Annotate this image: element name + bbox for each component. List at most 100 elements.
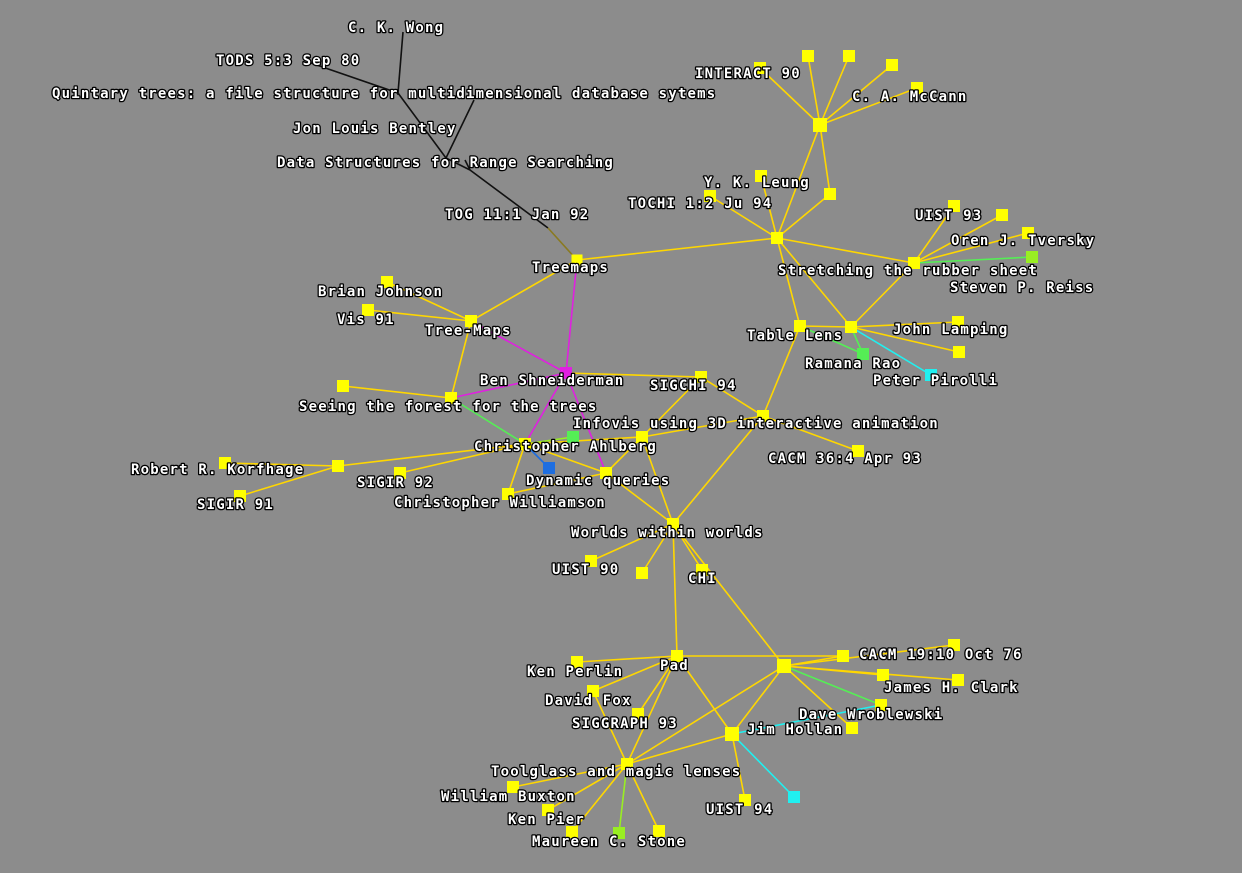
node-hubLeung[interactable] — [771, 232, 783, 244]
node-uist94[interactable] — [739, 794, 751, 806]
node-uist93[interactable] — [948, 200, 960, 212]
node-johnson[interactable] — [381, 276, 393, 288]
node-buxton[interactable] — [507, 781, 519, 793]
node-dynamic[interactable] — [600, 467, 612, 479]
node-treemaps[interactable] — [571, 254, 583, 266]
label-uist90[interactable]: UIST 90 — [551, 561, 620, 580]
label-pad[interactable]: Pad — [659, 657, 689, 676]
label-hollan[interactable]: Jim Hollan — [746, 721, 844, 740]
label-sigir91[interactable]: SIGIR 91 — [196, 496, 274, 515]
label-forest[interactable]: Seeing the forest for the trees — [298, 398, 598, 417]
node-hubLow[interactable] — [777, 659, 791, 673]
node-forest[interactable] — [445, 392, 457, 404]
label-reiss[interactable]: Steven P. Reiss — [949, 279, 1095, 298]
node-uist90[interactable] — [585, 555, 597, 567]
label-uist93[interactable]: UIST 93 — [914, 207, 983, 226]
node-shneiderman[interactable] — [560, 367, 572, 379]
label-mccann[interactable]: C. A. McCann — [851, 88, 968, 107]
node-cacm36[interactable] — [852, 445, 864, 457]
label-interact90[interactable]: INTERACT 90 — [694, 65, 801, 84]
label-siggraph93[interactable]: SIGGRAPH 93 — [571, 715, 678, 734]
node-sigir91[interactable] — [234, 490, 246, 502]
node-lamping[interactable] — [952, 316, 964, 328]
node-cyanLow[interactable] — [788, 791, 800, 803]
label-leung[interactable]: Y. K. Leung — [703, 174, 810, 193]
node-tochi[interactable] — [704, 190, 716, 202]
label-ahlberg[interactable]: Christopher Ahlberg — [473, 438, 657, 457]
node-st2[interactable] — [613, 827, 625, 839]
node-vis91[interactable] — [362, 304, 374, 316]
label-rao[interactable]: Ramana Rao — [804, 355, 902, 374]
node-ahlberg[interactable] — [519, 438, 531, 450]
label-williamson[interactable]: Christopher Williamson — [393, 494, 606, 513]
label-dsrange[interactable]: Data Structures for Range Searching — [276, 154, 614, 173]
node-sigir92[interactable] — [394, 467, 406, 479]
label-infovis[interactable]: Infovis using 3D interactive animation — [572, 415, 939, 434]
node-cl2[interactable] — [877, 669, 889, 681]
label-uist94[interactable]: UIST 94 — [705, 801, 774, 820]
label-tablelens[interactable]: Table Lens — [746, 327, 844, 346]
node-siggraph93[interactable] — [632, 708, 644, 720]
label-cacm19[interactable]: CACM 19:10 Oct 76 — [858, 646, 1023, 665]
node-hubTop[interactable] — [813, 118, 827, 132]
node-worlds[interactable] — [667, 518, 679, 530]
label-clark[interactable]: James H. Clark — [883, 679, 1019, 698]
node-dynBlue[interactable] — [543, 462, 555, 474]
label-treemaps[interactable]: Treemaps — [531, 259, 609, 278]
node-sx[interactable] — [337, 380, 349, 392]
node-wroblewski[interactable] — [875, 699, 887, 711]
node-cacm19[interactable] — [837, 650, 849, 662]
node-perlin[interactable] — [571, 656, 583, 668]
label-tods[interactable]: TODS 5:3 Sep 80 — [215, 52, 361, 71]
node-t3[interactable] — [886, 59, 898, 71]
node-pier[interactable] — [542, 804, 554, 816]
label-sigir92[interactable]: SIGIR 92 — [356, 474, 434, 493]
node-t1[interactable] — [802, 50, 814, 62]
label-wong[interactable]: C. K. Wong — [347, 19, 445, 38]
node-mccann[interactable] — [911, 82, 923, 94]
label-worlds[interactable]: Worlds within worlds — [570, 524, 764, 543]
label-perlin[interactable]: Ken Perlin — [526, 663, 624, 682]
node-infovis[interactable] — [757, 410, 769, 422]
node-hollan[interactable] — [725, 727, 739, 741]
node-pad[interactable] — [671, 650, 683, 662]
label-wroblewski[interactable]: Dave Wroblewski — [798, 706, 944, 725]
label-fox[interactable]: David Fox — [544, 692, 632, 711]
node-williamson[interactable] — [502, 488, 514, 500]
label-tog[interactable]: TOG 11:1 Jan 92 — [444, 206, 590, 225]
label-cacm36[interactable]: CACM 36:4 Apr 93 — [767, 450, 922, 469]
node-reiss[interactable] — [1026, 251, 1038, 263]
label-vis91[interactable]: Vis 91 — [336, 311, 395, 330]
node-u2[interactable] — [996, 209, 1008, 221]
label-quintary[interactable]: Quintary trees: a file structure for mul… — [51, 85, 717, 104]
node-korfhage[interactable] — [219, 457, 231, 469]
node-treemaps2[interactable] — [465, 315, 477, 327]
node-l2[interactable] — [824, 188, 836, 200]
node-ahlR[interactable] — [636, 431, 648, 443]
node-sigchi94[interactable] — [695, 371, 707, 383]
label-johnson[interactable]: Brian Johnson — [317, 283, 444, 302]
label-buxton[interactable]: William Buxton — [440, 788, 576, 807]
node-rao[interactable] — [857, 348, 869, 360]
node-toolglass[interactable] — [621, 758, 633, 770]
node-hubLamp[interactable] — [845, 321, 857, 333]
node-c19b[interactable] — [948, 639, 960, 651]
label-stone[interactable]: Maureen C. Stone — [531, 833, 686, 852]
label-stretch[interactable]: Stretching the rubber sheet — [777, 262, 1038, 281]
node-chi[interactable] — [696, 564, 708, 576]
node-pirolli[interactable] — [925, 369, 937, 381]
label-pier[interactable]: Ken Pier — [507, 811, 585, 830]
node-tablelens[interactable] — [794, 320, 806, 332]
label-shneiderman[interactable]: Ben Shneiderman — [479, 372, 625, 391]
node-lx[interactable] — [953, 346, 965, 358]
node-wx[interactable] — [636, 567, 648, 579]
label-pirolli[interactable]: Peter Pirolli — [872, 372, 999, 391]
label-tversky[interactable]: Oren J. Tversky — [950, 232, 1096, 251]
node-korfR[interactable] — [332, 460, 344, 472]
node-leung[interactable] — [755, 170, 767, 182]
node-clark[interactable] — [952, 674, 964, 686]
label-toolglass[interactable]: Toolglass and magic lenses — [490, 763, 742, 782]
node-hollanR[interactable] — [846, 722, 858, 734]
node-ahlGreen[interactable] — [567, 431, 579, 443]
label-sigchi94[interactable]: SIGCHI 94 — [649, 377, 737, 396]
